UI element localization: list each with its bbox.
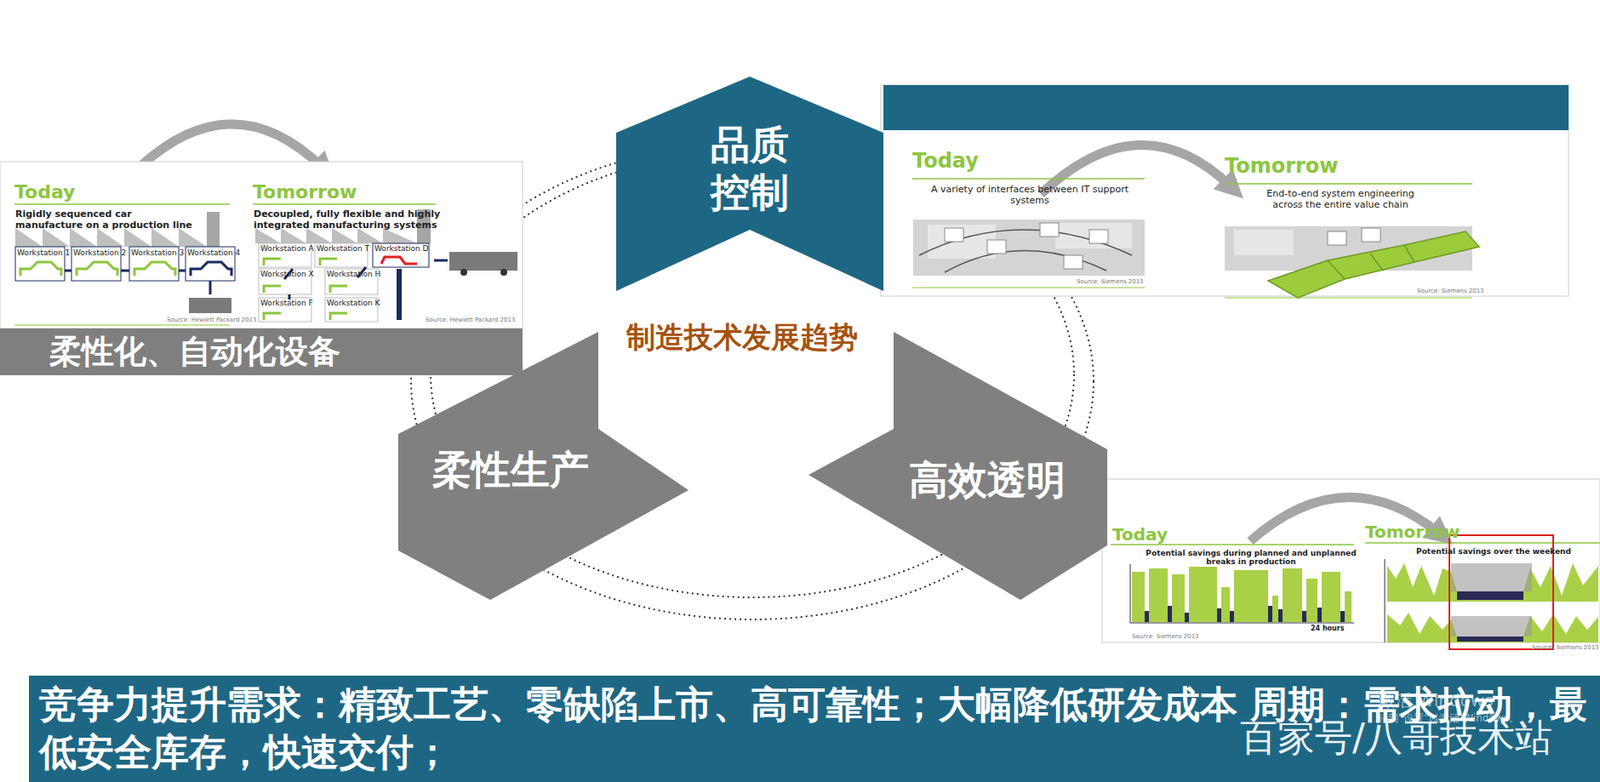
node-shape bbox=[808, 331, 1108, 600]
car-shape bbox=[263, 258, 348, 320]
bottom-rule bbox=[1224, 297, 1473, 299]
image-label: Potential savings over the weekend bbox=[1395, 547, 1592, 556]
chart-axis bbox=[1130, 622, 1355, 624]
image-label: Today bbox=[14, 181, 75, 203]
car-shape bbox=[134, 262, 176, 276]
image-panel bbox=[0, 161, 523, 329]
ribbon-segment bbox=[1327, 245, 1415, 280]
consumption-curve bbox=[1387, 612, 1599, 643]
node-text: 高效透明 bbox=[885, 456, 1090, 504]
bottom-rule bbox=[912, 287, 1145, 289]
hexagon-shape: 高效透明 bbox=[808, 331, 1108, 600]
hexagon-shape: 柔性生产 bbox=[398, 331, 689, 600]
node-shape bbox=[616, 76, 884, 292]
it-icon bbox=[1063, 255, 1083, 269]
image-label: Workstation K bbox=[326, 298, 381, 308]
flow-arrow bbox=[434, 259, 448, 263]
truck-wheel bbox=[460, 268, 468, 276]
truck bbox=[188, 297, 232, 314]
diagram-title: 制造技术发展趋势 bbox=[597, 320, 887, 355]
image-label: A variety of interfaces between IT suppo… bbox=[914, 184, 1145, 206]
flow-arrow bbox=[64, 270, 211, 295]
node-text: 柔性化、自动化设备 bbox=[49, 332, 509, 371]
photo-detail bbox=[1234, 229, 1294, 256]
title-rule bbox=[912, 177, 1145, 180]
image-label: 百家号/八哥技术站 bbox=[1240, 716, 1553, 760]
factory-roof bbox=[255, 228, 418, 244]
it-icon bbox=[987, 240, 1006, 254]
image-label: Tomorrow bbox=[1224, 154, 1339, 179]
it-icon bbox=[1361, 228, 1381, 242]
image-label: Rigidly sequenced car manufacture on a p… bbox=[15, 209, 195, 231]
image-label: Source: Siemens 2013 bbox=[1131, 633, 1200, 640]
image-label: Source: Siemens 2013 bbox=[1417, 287, 1485, 295]
image-label: Workstation 3 bbox=[131, 248, 184, 258]
chimney bbox=[206, 211, 220, 247]
chart-axis bbox=[1130, 564, 1132, 623]
image-label: Workstation F bbox=[260, 298, 314, 308]
image-label: Workstation 4 bbox=[187, 248, 240, 258]
it-icon bbox=[1327, 231, 1347, 246]
factory-roof bbox=[15, 228, 207, 247]
image-label: Source: Siemens 2013 bbox=[1531, 644, 1600, 652]
it-icon bbox=[1040, 222, 1059, 237]
title-rule bbox=[1365, 542, 1600, 544]
consumption-curve bbox=[1387, 563, 1599, 602]
image-label: 24 hours bbox=[1310, 624, 1345, 633]
image-label: Workstation X bbox=[260, 269, 315, 279]
factory-photo bbox=[913, 219, 1145, 276]
truck-wheel bbox=[500, 268, 508, 276]
title-rule bbox=[14, 203, 230, 206]
title-rule bbox=[252, 203, 436, 206]
image-label: Today bbox=[1112, 525, 1168, 545]
image-label: Workstation A bbox=[260, 244, 315, 253]
image-label: 激活 Windows bbox=[1377, 691, 1494, 711]
image-label: Potential savings during planned and unp… bbox=[1136, 548, 1366, 567]
car-shape bbox=[381, 257, 418, 264]
image-label: Source: Siemens 2013 bbox=[1076, 278, 1144, 286]
image-label: Workstation 2 bbox=[73, 248, 126, 258]
header-bar bbox=[883, 85, 1569, 131]
consumption-bars bbox=[1131, 566, 1352, 623]
node-text: 品质 控制 bbox=[702, 120, 797, 217]
photo-detail bbox=[1055, 222, 1132, 249]
photo-detail bbox=[927, 224, 996, 259]
chart-axis bbox=[1384, 559, 1386, 643]
car-shape bbox=[76, 262, 118, 276]
image-label: Tomorrow bbox=[1365, 522, 1460, 543]
node-shape bbox=[398, 331, 689, 600]
image-label: Decoupled, fully flexible and highly int… bbox=[253, 209, 450, 231]
image-label: Workstation 1 bbox=[17, 248, 70, 258]
it-icon bbox=[1089, 229, 1109, 244]
bottom-rule bbox=[14, 325, 230, 326]
break-markers bbox=[1144, 605, 1345, 623]
node-text: 柔性生产 bbox=[417, 445, 605, 494]
image-panel bbox=[880, 85, 1569, 297]
weekend-overlay bbox=[1451, 616, 1532, 637]
image-label: Workstation T bbox=[316, 244, 370, 253]
title-rule bbox=[1224, 182, 1473, 185]
image-label: Workstation H bbox=[326, 269, 381, 279]
truck bbox=[449, 251, 518, 271]
caption-band: 柔性化、自动化设备 bbox=[0, 328, 523, 376]
hexagon-shape: 品质 控制 bbox=[616, 76, 884, 292]
weekend-overlay bbox=[1451, 563, 1532, 592]
car-shape bbox=[190, 262, 232, 276]
image-label: Tomorrow bbox=[252, 181, 357, 203]
weekend-band bbox=[1457, 591, 1524, 600]
image-panel bbox=[1102, 479, 1600, 643]
image-label: Today bbox=[912, 149, 979, 174]
image-label: Source: Hewlett Packard 2013 bbox=[425, 316, 515, 324]
weekend-band bbox=[1457, 636, 1524, 642]
it-icon bbox=[944, 228, 964, 242]
car-shape bbox=[20, 262, 62, 276]
image-label: End-to-end system engineering across the… bbox=[1251, 188, 1430, 211]
image-label: Workstation D bbox=[374, 244, 429, 253]
image-label: Source: Hewlett Packard 2013 bbox=[166, 316, 257, 324]
conveyor-bar bbox=[396, 268, 402, 320]
workstation-box bbox=[372, 243, 429, 268]
